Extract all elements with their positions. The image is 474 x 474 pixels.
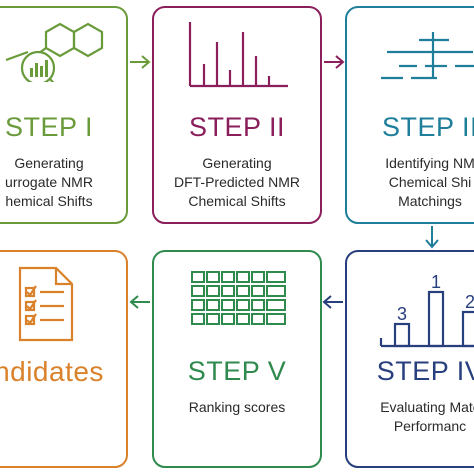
grid-cell (236, 299, 250, 311)
arrow-step3-to-step4 (425, 226, 439, 249)
step-1-line-1: Generating (14, 155, 84, 171)
arrow-step1-to-step2 (130, 55, 151, 69)
step-3-description: Identifying NM Chemical Shi Matchings (347, 154, 474, 211)
step-4-title: STEP IV (376, 356, 474, 386)
grid-cell (236, 313, 250, 325)
step-4-line-2: Performanc (393, 418, 467, 434)
molecule-chart-icon (5, 22, 104, 82)
step-2-line-2: DFT-Predicted NMR (173, 174, 301, 190)
step-3-card: STEP II Identifying NM Chemical Shi Matc… (345, 6, 474, 224)
step-6-title: ndidates (0, 356, 104, 387)
grid-cell (221, 299, 235, 311)
step-5-title: STEP V (187, 356, 287, 386)
grid-cell (266, 299, 286, 311)
step-2-description: Generating DFT-Predicted NMR Chemical Sh… (154, 154, 320, 211)
arrow-step2-to-step3 (324, 55, 345, 69)
step-2-card: STEP II Generating DFT-Predicted NMR Che… (152, 6, 322, 224)
step-4-card: 3 1 2 STEP IV Evaluating Matc Performanc (345, 250, 474, 468)
grid-cell (251, 299, 265, 311)
rank-label-3: 3 (397, 304, 407, 324)
grid-cell (221, 271, 235, 283)
grid-cell (191, 313, 205, 325)
step-1-line-3: hemical Shifts (5, 193, 93, 209)
step-3-line-1: Identifying NM (385, 155, 474, 171)
step-5-line-1: Ranking scores (188, 399, 286, 415)
grid-cell (251, 271, 265, 283)
step-4-description: Evaluating Matc Performanc (347, 398, 474, 436)
grid-cell (221, 313, 235, 325)
step-3-line-3: Matchings (398, 193, 462, 209)
grid-cell (206, 313, 220, 325)
grid-cell (266, 285, 286, 297)
score-grid-icon (191, 271, 286, 325)
step-1-line-2: urrogate NMR (5, 174, 93, 190)
bar-chart-icon (188, 22, 288, 88)
ranked-bars-icon: 3 1 2 (379, 272, 474, 348)
rank-label-1: 1 (431, 272, 441, 292)
step-5-description: Ranking scores (154, 398, 320, 417)
grid-cell (191, 285, 205, 297)
step-5-card: STEP V Ranking scores (152, 250, 322, 468)
grid-cell (221, 285, 235, 297)
grid-cell (251, 285, 265, 297)
rank-label-2: 2 (465, 292, 474, 312)
step-1-card: STEP I Generating urrogate NMR hemical S… (0, 6, 128, 224)
checklist-document-icon (18, 266, 74, 342)
step-3-line-2: Chemical Shi (388, 174, 472, 190)
grid-cell (236, 285, 250, 297)
grid-cell (206, 271, 220, 283)
step-2-line-1: Generating (202, 155, 272, 171)
grid-cell (251, 313, 265, 325)
arrow-step5-to-step6 (129, 295, 150, 309)
arrow-step4-to-step5 (322, 295, 343, 309)
grid-cell (266, 271, 286, 283)
grid-cell (236, 271, 250, 283)
grid-cell (191, 271, 205, 283)
step-6-card: ndidates (0, 250, 128, 468)
step-1-description: Generating urrogate NMR hemical Shifts (0, 154, 126, 211)
step-3-title: STEP II (381, 112, 474, 142)
step-1-title: STEP I (4, 112, 94, 142)
step-4-line-1: Evaluating Matc (380, 399, 474, 415)
shift-matching-icon (381, 32, 474, 80)
grid-cell (206, 285, 220, 297)
grid-cell (266, 313, 286, 325)
grid-cell (191, 299, 205, 311)
step-2-line-3: Chemical Shifts (188, 193, 286, 209)
step-2-title: STEP II (188, 112, 286, 142)
grid-cell (206, 299, 220, 311)
